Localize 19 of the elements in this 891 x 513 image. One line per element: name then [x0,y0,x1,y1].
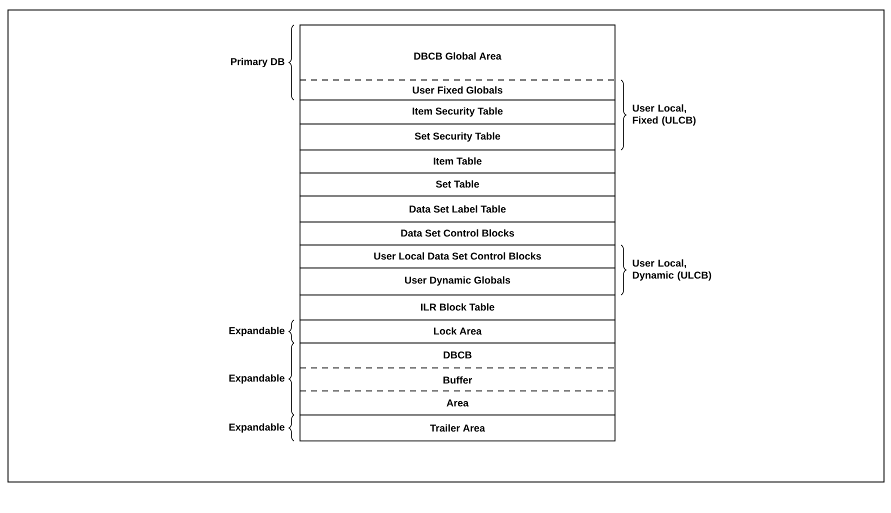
brace-label: User Local, Dynamic (ULCB) [632,259,712,281]
memory-block: Set Security Table [300,124,616,150]
brace-label: Expandable [229,423,284,433]
memory-block: DBCB Buffer Area [300,342,616,416]
brace-label: Expandable [229,326,284,336]
memory-block: Data Set Label Table [300,196,616,222]
memory-block: Item Security Table [300,100,616,124]
memory-block: Trailer Area [300,414,616,442]
memory-block: Data Set Control Blocks [300,222,616,246]
memory-block: User Local Data Set Control Blocks [300,244,616,268]
memory-block: ILR Block Table [300,294,616,320]
brace-label: Primary DB [231,58,284,68]
memory-block: Lock Area [300,320,616,344]
memory-block: Item Table [300,150,616,174]
memory-block: Set Table [300,172,616,196]
brace-label: User Local, Fixed (ULCB) [632,104,696,126]
brace-label: Expandable [229,374,284,384]
memory-block: User Dynamic Globals [300,268,616,296]
memory-block: DBCB Global Area User Fixed Globals [300,24,616,100]
